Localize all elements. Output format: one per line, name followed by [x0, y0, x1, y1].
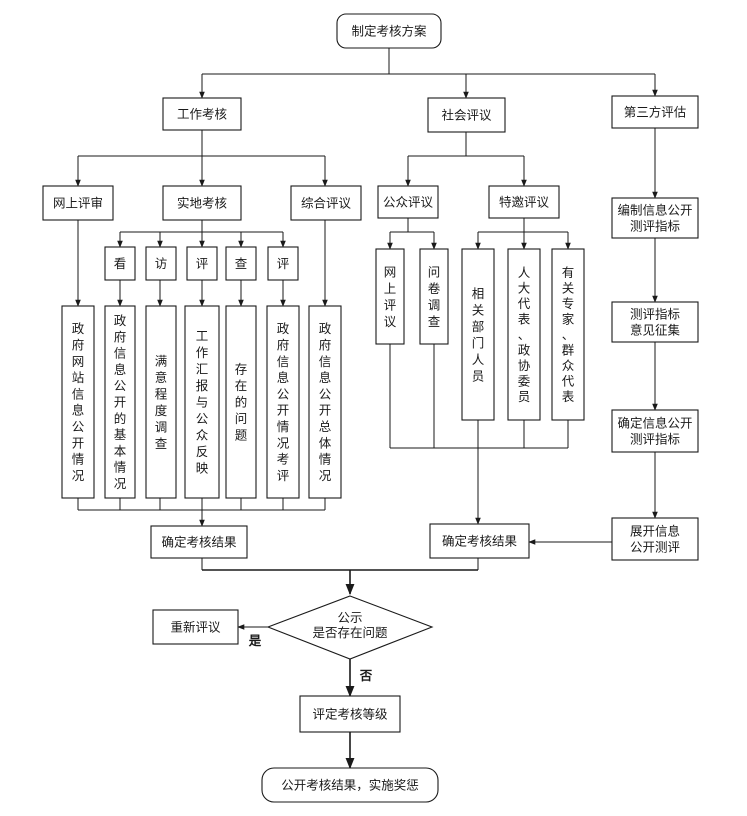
node-label: 网上评议	[384, 264, 397, 329]
node-label: 访	[155, 256, 168, 271]
node-cha: 查	[225, 246, 257, 281]
node-label: 评	[196, 256, 209, 271]
node-label: 社会评议	[441, 108, 492, 123]
node-i3: 有关专家、群众代表	[551, 248, 585, 421]
node-label: 编制信息公开测评指标	[617, 203, 692, 234]
node-label: 公示是否存在问题	[312, 610, 388, 640]
node-t4: 展开信息公开测评	[611, 517, 699, 561]
node-label: 重新评议	[170, 620, 221, 635]
node-c6: 政府信息公开情况考评	[266, 305, 300, 499]
node-i1: 相关部门人员	[461, 248, 495, 421]
edge-label-yes: 是	[248, 633, 262, 648]
node-grade: 评定考核等级	[299, 695, 401, 733]
node-third: 第三方评估	[611, 95, 699, 129]
node-work: 工作考核	[162, 97, 242, 131]
node-c4: 工作汇报与公众反映	[184, 305, 220, 499]
node-label: 测评指标意见征集	[630, 307, 681, 338]
node-label: 公开考核结果，实施奖惩	[281, 778, 419, 793]
node-t3: 确定信息公开测评指标	[611, 409, 699, 453]
node-label: 评定考核等级	[312, 707, 388, 722]
node-label: 实地考核	[177, 196, 228, 211]
node-label: 有关专家、群众代表	[562, 265, 575, 404]
node-result-mid: 确定考核结果	[429, 523, 530, 559]
node-ping2: 评	[267, 246, 299, 281]
node-label: 查	[235, 256, 248, 271]
node-label: 公众评议	[383, 195, 434, 210]
node-label: 问卷调查	[428, 264, 441, 329]
node-result-left: 确定考核结果	[150, 525, 248, 559]
node-label: 政府信息公开的基本情况	[114, 313, 127, 491]
node-label: 满意程度调查	[155, 353, 168, 451]
node-label: 政府信息公开情况考评	[277, 321, 290, 483]
edge-label-no: 否	[359, 668, 373, 683]
node-comprehensive: 综合评议	[290, 185, 362, 221]
node-label: 确定考核结果	[161, 535, 237, 550]
node-final: 公开考核结果，实施奖惩	[261, 767, 439, 803]
node-redo: 重新评议	[152, 609, 239, 645]
node-t2: 测评指标意见征集	[611, 301, 699, 343]
node-decision: 公示是否存在问题	[266, 595, 434, 660]
node-label: 确定考核结果	[442, 534, 518, 549]
node-label: 看	[114, 256, 127, 271]
node-label: 综合评议	[301, 196, 352, 211]
node-label: 评	[277, 256, 290, 271]
node-c3: 满意程度调查	[145, 305, 177, 499]
node-label: 相关部门人员	[472, 286, 485, 384]
node-t1: 编制信息公开测评指标	[611, 197, 699, 239]
node-field: 实地考核	[162, 185, 242, 221]
node-public: 公众评议	[377, 185, 439, 219]
node-invited: 特邀评议	[488, 185, 560, 219]
node-fang: 访	[145, 246, 177, 281]
node-c5: 存在的问题	[225, 305, 257, 499]
node-p1: 网上评议	[375, 248, 405, 345]
node-label: 政府信息公开总体情况	[319, 321, 332, 483]
node-label: 制定考核方案	[351, 24, 427, 39]
node-label: 政府网站信息公开情况	[72, 321, 85, 483]
node-c7: 政府信息公开总体情况	[308, 305, 342, 499]
node-c2: 政府信息公开的基本情况	[104, 305, 136, 499]
node-ping1: 评	[186, 246, 218, 281]
connectors	[75, 48, 658, 770]
node-c1: 政府网站信息公开情况	[61, 305, 95, 499]
node-online-review: 网上评审	[42, 185, 114, 221]
node-i2: 人大代表、政协委员	[507, 248, 541, 421]
node-label: 人大代表、政协委员	[518, 265, 531, 404]
node-social: 社会评议	[427, 97, 506, 133]
node-label: 存在的问题	[235, 362, 248, 443]
node-label: 网上评审	[53, 196, 103, 211]
node-p2: 问卷调查	[419, 248, 449, 345]
node-label: 工作考核	[177, 107, 228, 122]
node-label: 第三方评估	[624, 105, 687, 120]
node-kan: 看	[104, 246, 136, 281]
node-label: 确定信息公开测评指标	[617, 416, 692, 447]
node-label: 展开信息公开测评	[630, 524, 680, 555]
node-label: 特邀评议	[499, 195, 550, 210]
node-label: 工作汇报与公众反映	[196, 329, 209, 476]
node-plan: 制定考核方案	[336, 13, 442, 49]
